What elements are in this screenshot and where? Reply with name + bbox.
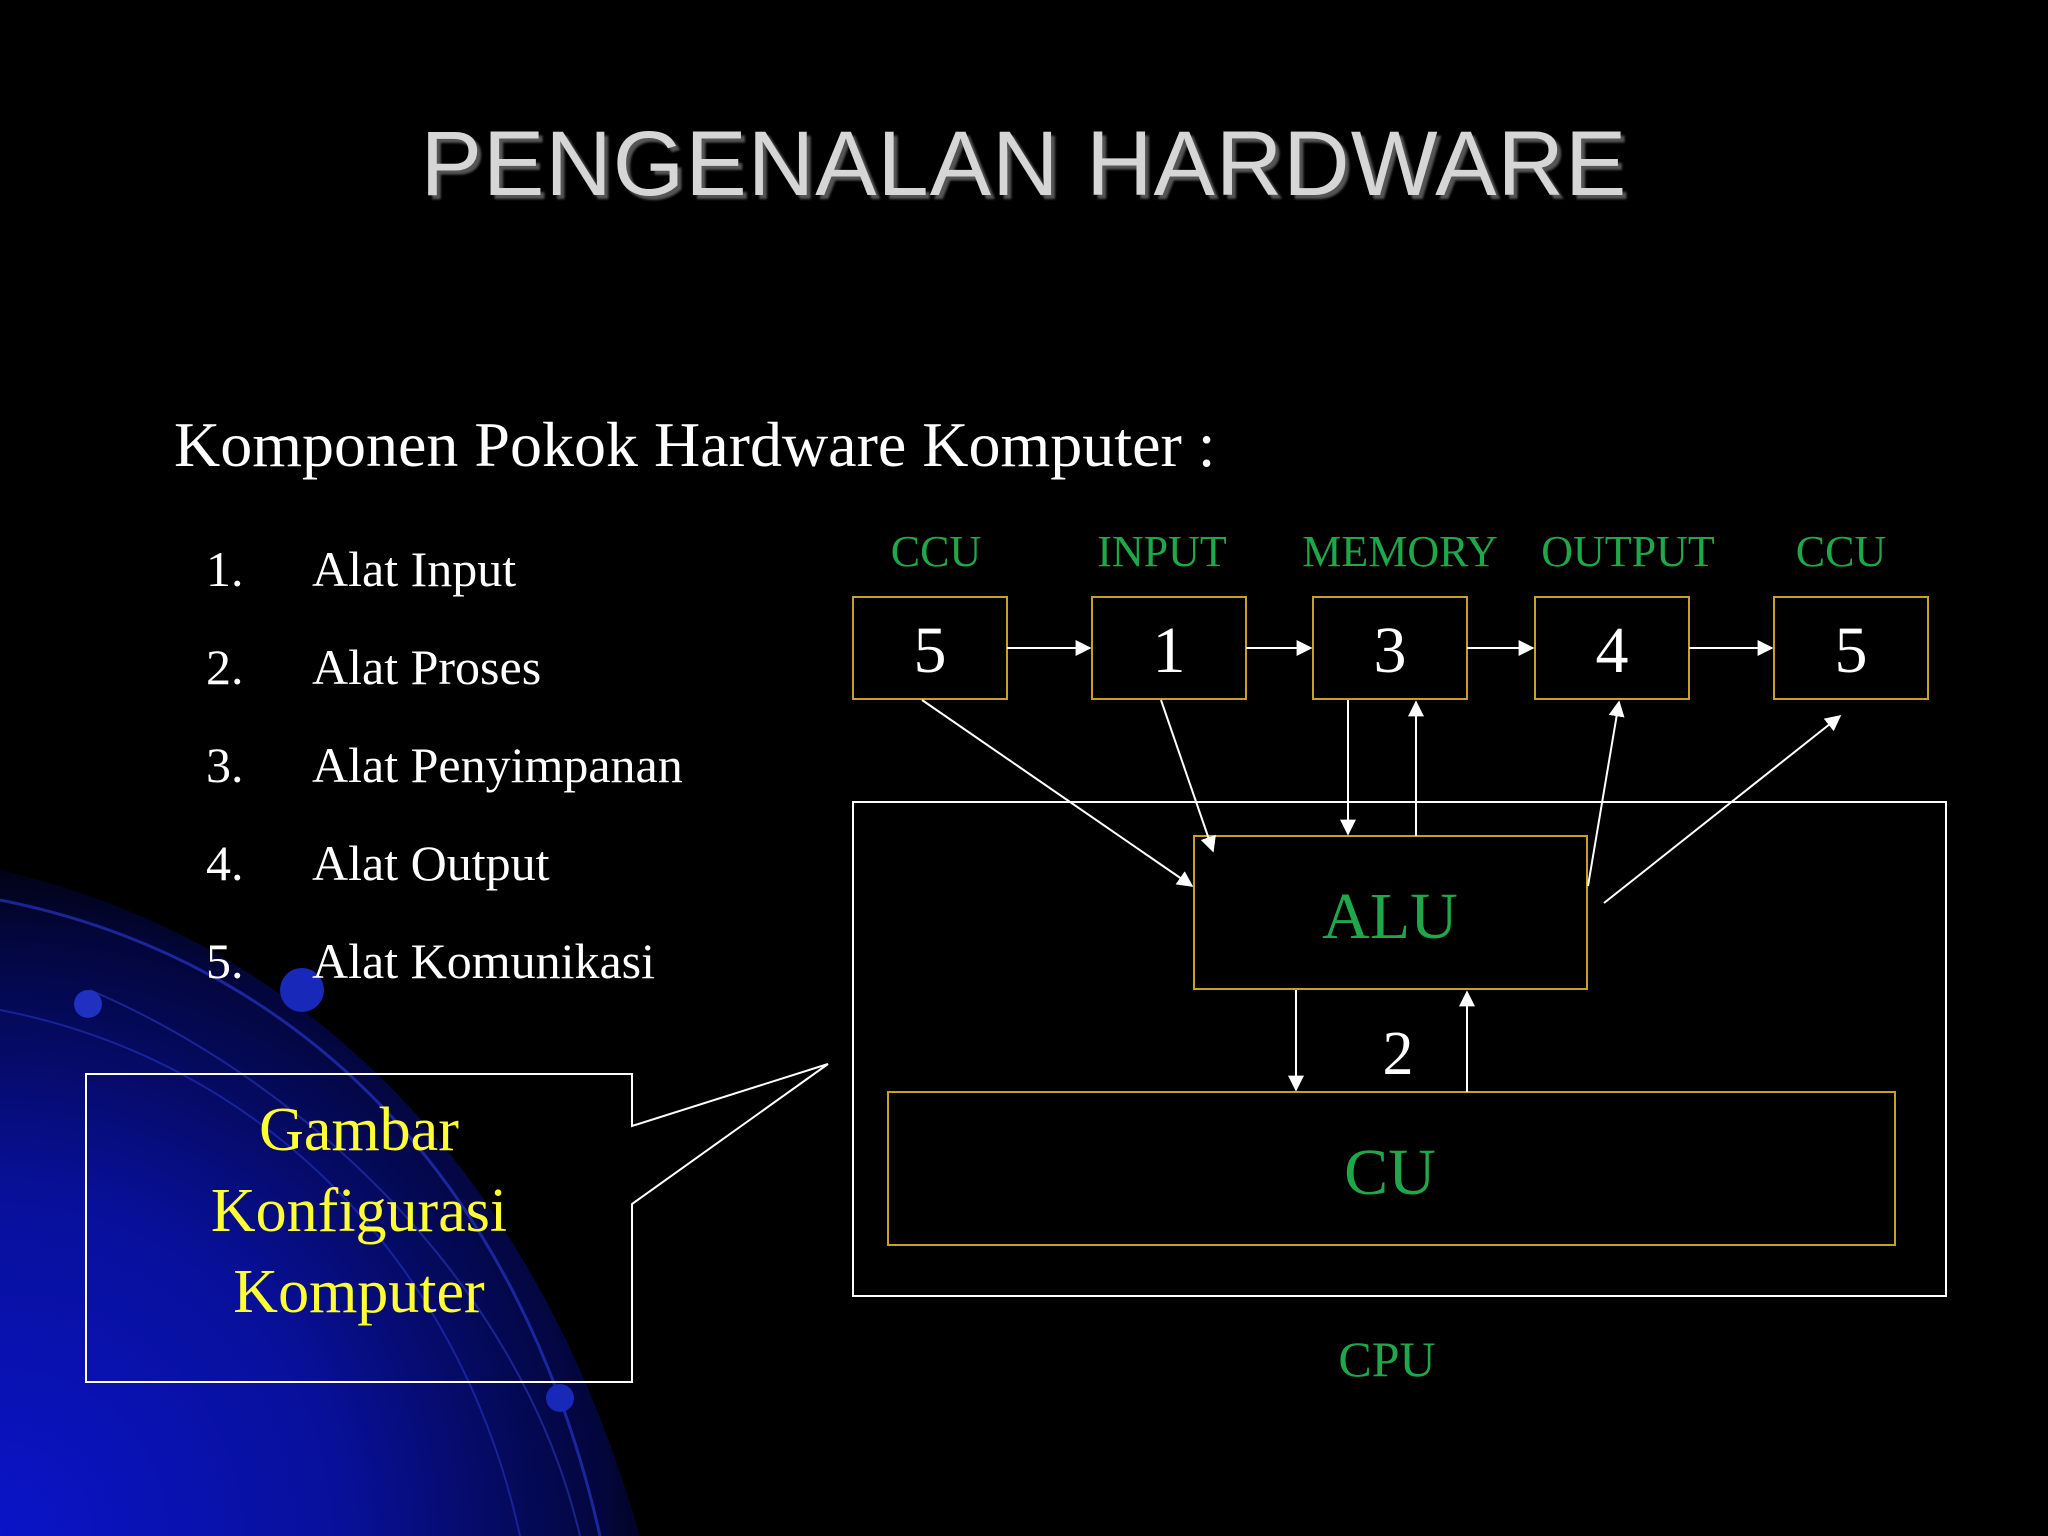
label-ccu-right: CCU (1796, 527, 1886, 576)
box-number: 4 (1596, 614, 1629, 687)
list-item: 5. Alat Komunikasi (206, 932, 683, 1030)
cpu-label: CPU (1338, 1331, 1435, 1387)
process-number: 2 (1383, 1020, 1414, 1088)
cu-label: CU (1344, 1136, 1436, 1209)
box-number: 5 (914, 614, 947, 687)
list-label: Alat Output (312, 835, 550, 891)
cu-box (887, 1091, 1896, 1246)
blue-wave-shape (0, 870, 640, 1536)
arrow-input-to-alu (1160, 699, 1216, 853)
box-number: 3 (1374, 614, 1407, 687)
slide-subtitle: Komponen Pokok Hardware Komputer : (174, 409, 1216, 480)
list-number: 3. (206, 737, 244, 793)
alu-label: ALU (1322, 880, 1458, 953)
decor-dot (280, 968, 324, 1012)
alu-box (1193, 835, 1588, 990)
list-item: 3. Alat Penyimpanan (206, 736, 683, 834)
list-label: Alat Komunikasi (312, 933, 656, 989)
list-label: Alat Proses (312, 639, 542, 695)
label-input: INPUT (1097, 527, 1227, 576)
component-list: 1. Alat Input 2. Alat Proses 3. Alat Penyim… (206, 540, 683, 1030)
list-number: 4. (206, 835, 244, 891)
list-label: Alat Input (312, 541, 517, 597)
box-ccu-right (1773, 596, 1929, 700)
list-item: 2. Alat Proses (206, 638, 683, 736)
slide-title: PENGENALAN HARDWARE (420, 113, 1628, 215)
callout-line: Konfigurasi (210, 1177, 508, 1245)
list-item: 1. Alat Input (206, 540, 683, 638)
decor-dot (546, 1384, 574, 1412)
list-item: 4. Alat Output (206, 834, 683, 932)
label-ccu-left: CCU (891, 527, 981, 576)
cpu-box (852, 801, 1947, 1297)
label-memory: MEMORY (1302, 527, 1498, 576)
list-label: Alat Penyimpanan (312, 737, 683, 793)
arrow-alu-to-ccu (1603, 715, 1842, 904)
list-number: 5. (206, 933, 244, 989)
label-output: OUTPUT (1541, 527, 1715, 576)
arrow-ccu-to-alu (921, 699, 1194, 887)
decor-dot (74, 990, 102, 1018)
list-number: 1. (206, 541, 244, 597)
callout-line: Komputer (233, 1258, 485, 1326)
arrow-alu-to-output (1587, 700, 1625, 887)
callout-text: Gambar Konfigurasi Komputer (86, 1090, 632, 1333)
list-number: 2. (206, 639, 244, 695)
box-number: 1 (1153, 614, 1186, 687)
callout-box (85, 1063, 829, 1383)
box-number: 5 (1835, 614, 1868, 687)
callout-line: Gambar (259, 1096, 459, 1164)
